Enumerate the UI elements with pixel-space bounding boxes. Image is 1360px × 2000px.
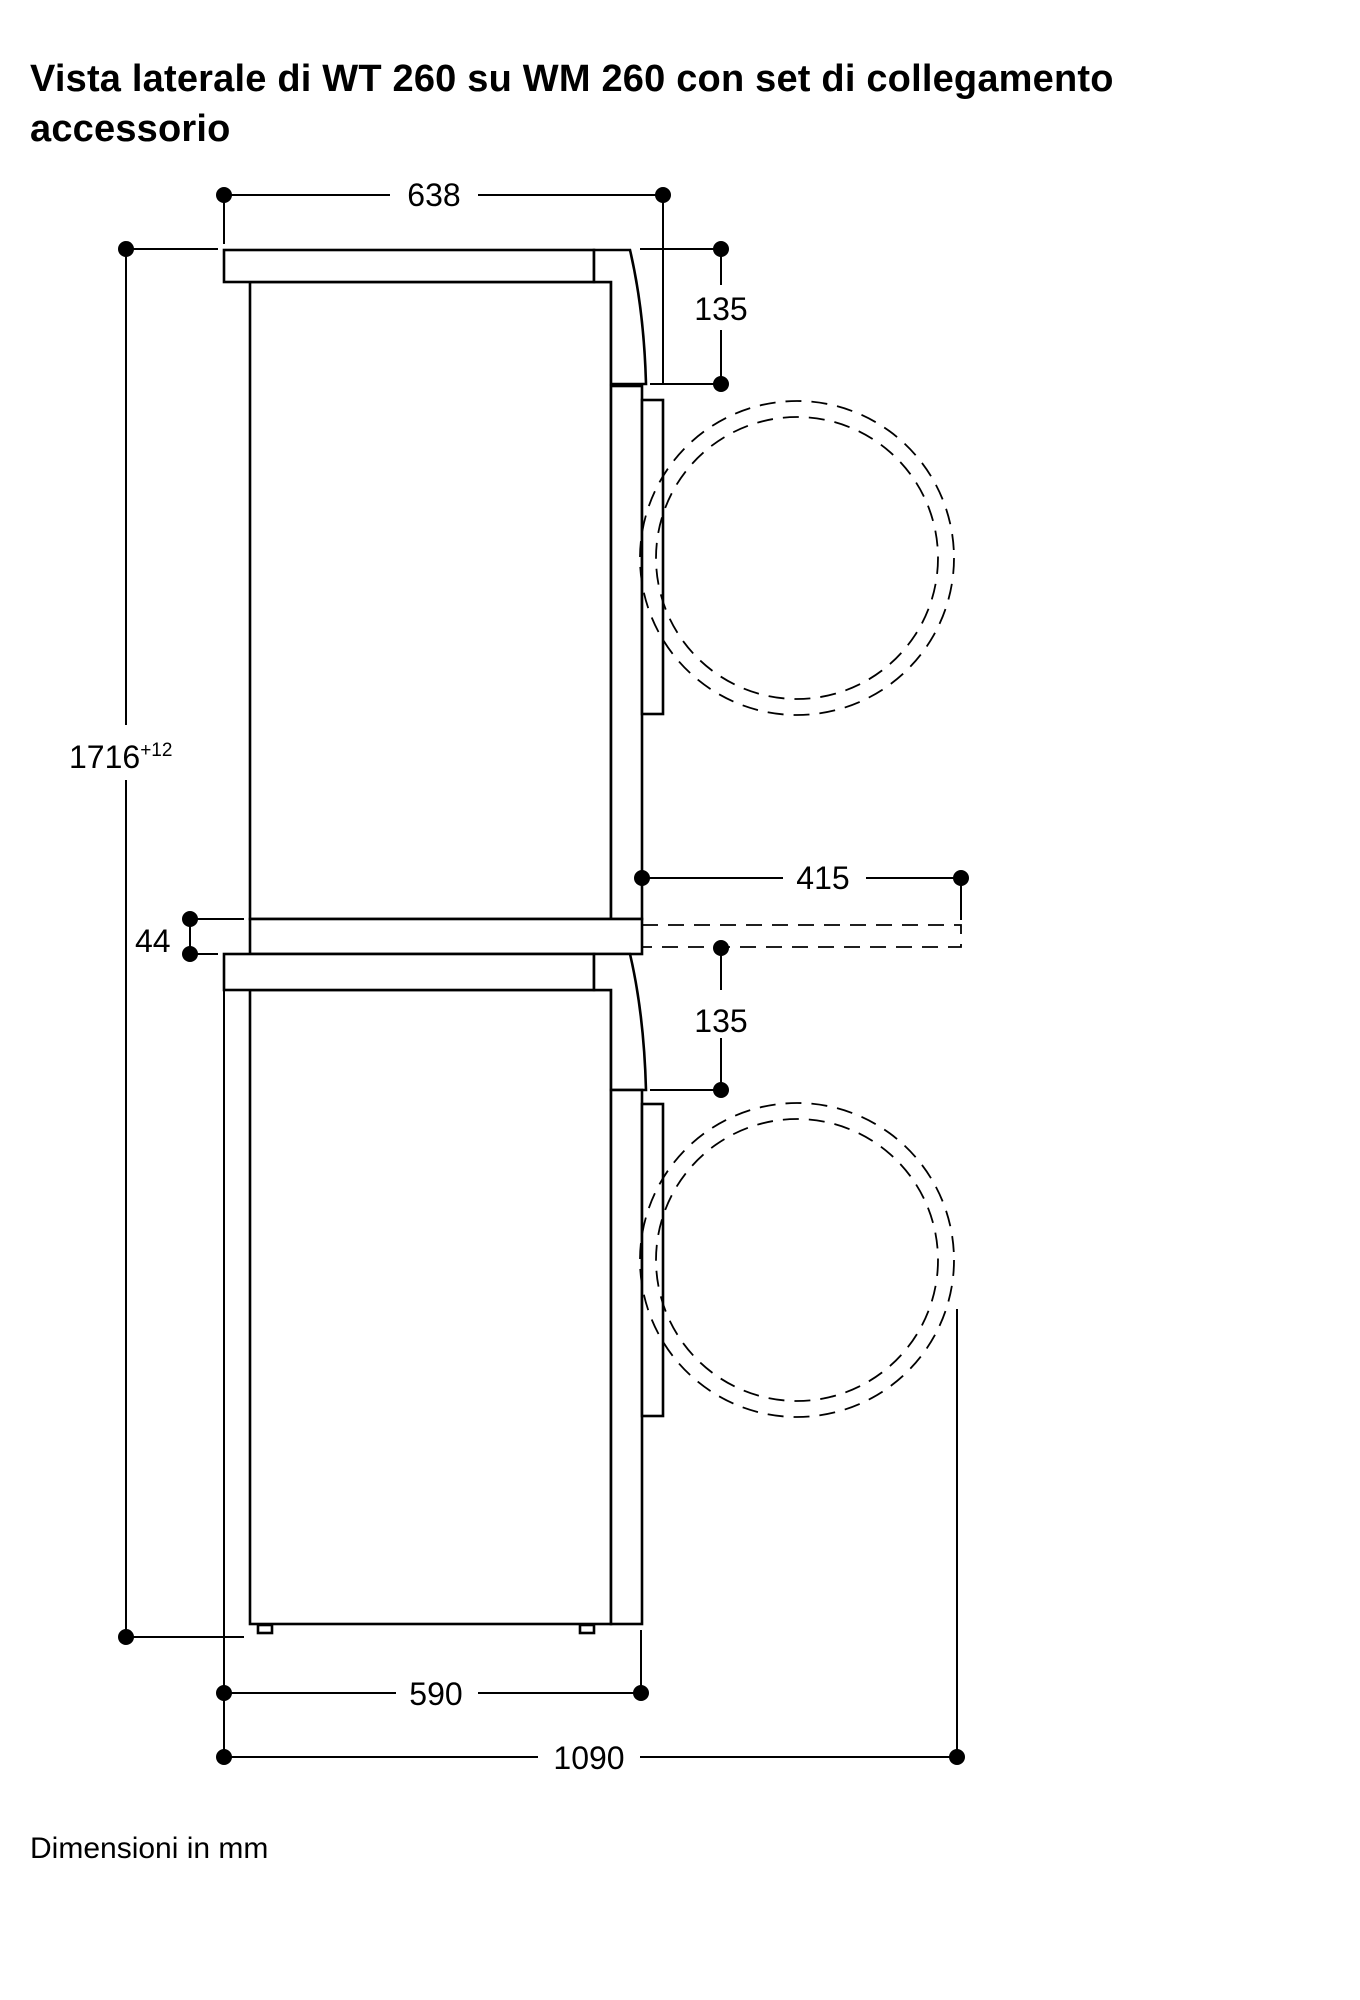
dryer-door xyxy=(640,398,665,716)
page-title: Vista laterale di WT 260 su WM 260 con s… xyxy=(30,58,1114,150)
svg-text:135: 135 xyxy=(694,291,747,327)
washer-front-panel xyxy=(609,1088,644,1626)
svg-text:415: 415 xyxy=(796,860,849,896)
svg-text:1090: 1090 xyxy=(553,1740,624,1776)
washer-foot-rear xyxy=(256,1623,274,1635)
dryer-appliance xyxy=(222,248,955,921)
washer-door-swing-inner xyxy=(655,1118,939,1402)
dimension-1090: 1090 xyxy=(216,1309,965,1776)
dimension-44: 44 xyxy=(135,911,244,962)
washer-door-swing-outer xyxy=(639,1102,955,1418)
dimension-590: 590 xyxy=(216,990,649,1757)
washer-worktop xyxy=(222,952,596,992)
washer-appliance xyxy=(222,952,955,1635)
dimension-135-top: 135 xyxy=(640,241,748,392)
pullout-shelf-dashed xyxy=(642,924,962,948)
dimension-135-bottom: 135 xyxy=(650,940,748,1098)
dimension-1716: 1716+12 xyxy=(69,241,244,1645)
svg-text:590: 590 xyxy=(409,1676,462,1712)
units-note: Dimensioni in mm xyxy=(30,1832,269,1865)
washer-body xyxy=(248,988,613,1626)
dryer-door-swing-outer xyxy=(639,400,955,716)
washer-door xyxy=(640,1102,665,1418)
svg-text:638: 638 xyxy=(407,177,460,213)
dimension-638: 638 xyxy=(216,177,671,384)
dryer-body xyxy=(248,280,613,921)
dimension-415: 415 xyxy=(634,860,969,920)
dryer-control-panel xyxy=(592,248,648,386)
dryer-worktop xyxy=(222,248,596,284)
dryer-front-panel xyxy=(609,384,644,921)
svg-text:44: 44 xyxy=(135,923,171,959)
svg-text:1716+12: 1716+12 xyxy=(69,739,172,775)
washer-foot-front xyxy=(578,1623,596,1635)
dryer-door-swing-inner xyxy=(655,416,939,700)
svg-text:135: 135 xyxy=(694,1003,747,1039)
connecting-set-plate xyxy=(248,917,644,956)
